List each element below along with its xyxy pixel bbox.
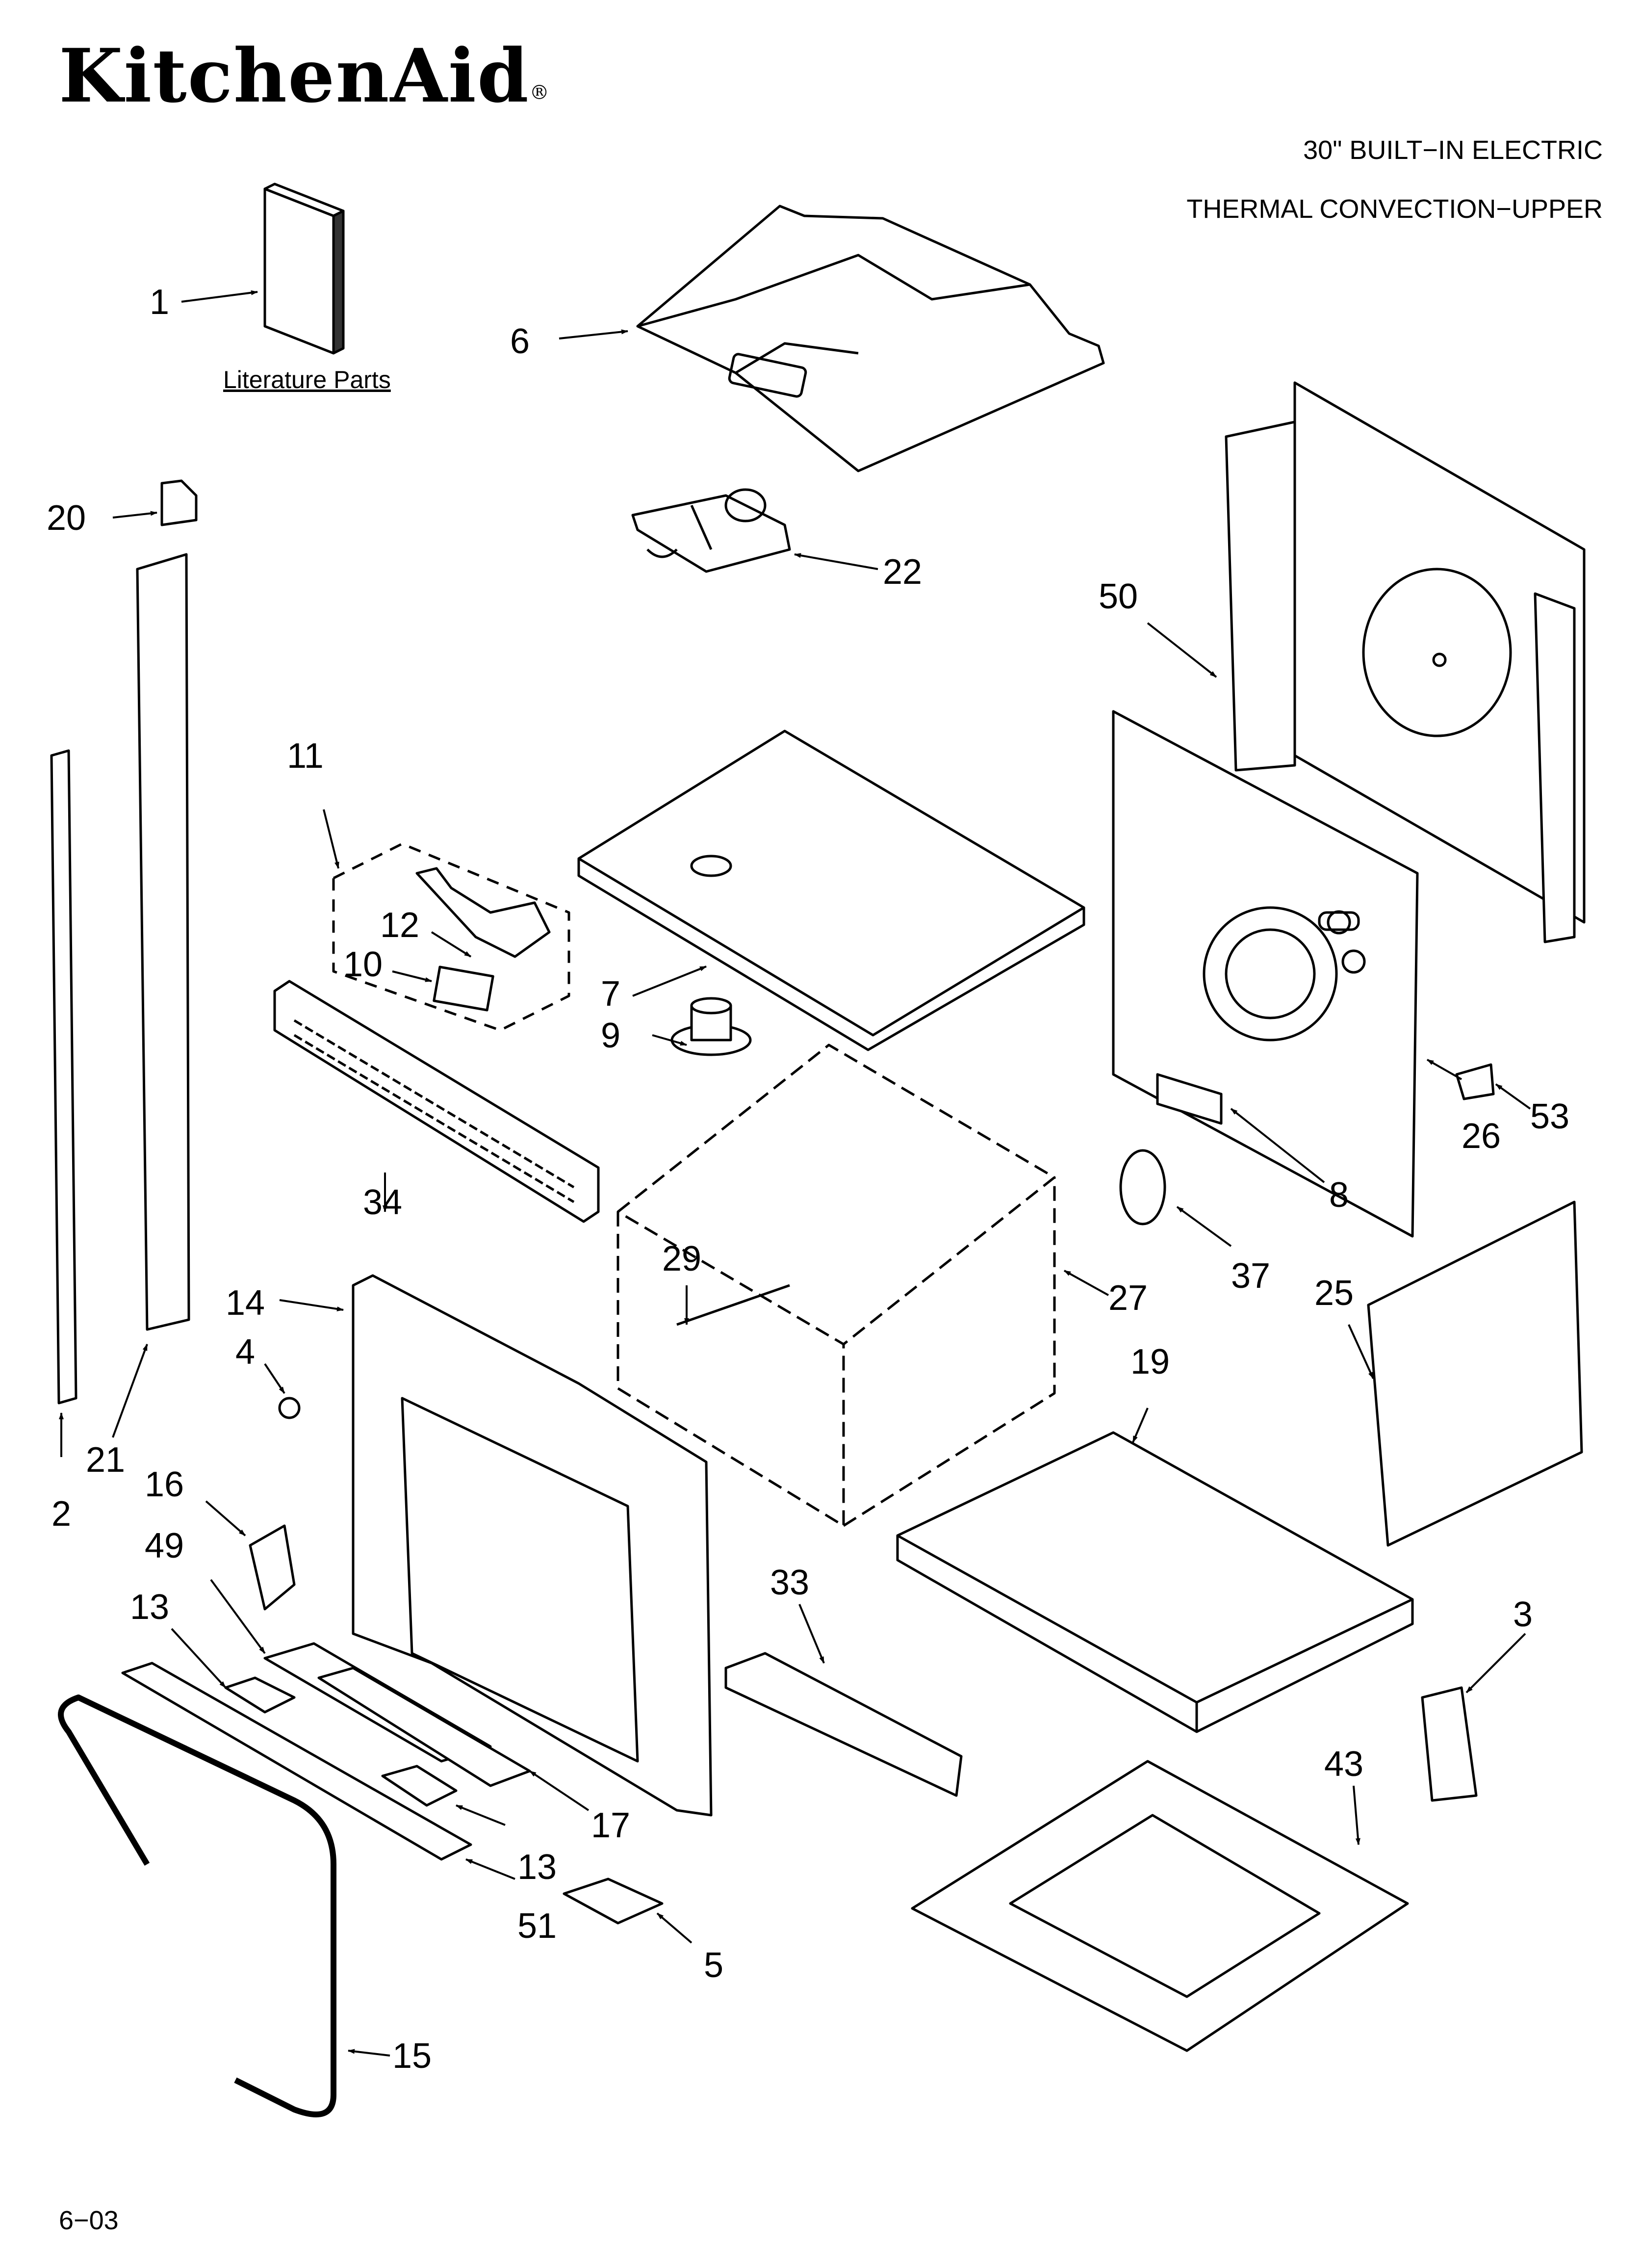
side-panel-part — [1367, 1200, 1583, 1547]
callout-c12: 12 — [380, 906, 419, 945]
vent-grille-part — [273, 980, 600, 1223]
callout-c26: 26 — [1462, 1117, 1501, 1156]
door-gasket-part — [58, 1694, 336, 2117]
base-pan-part — [911, 1760, 1409, 2052]
callout-c21: 21 — [86, 1440, 125, 1480]
sensor-probe-part — [676, 1284, 790, 1326]
callout-c8: 8 — [1329, 1175, 1349, 1215]
callout-c4: 4 — [235, 1332, 255, 1372]
light-socket-part — [415, 867, 551, 958]
callout-c13b: 13 — [517, 1848, 557, 1887]
callout-c9: 9 — [601, 1016, 620, 1055]
spacer-part-b — [381, 1765, 458, 1807]
insulation-block-part — [1156, 1073, 1223, 1125]
callout-c3: 3 — [1513, 1595, 1533, 1634]
side-trim-channel-part — [136, 553, 190, 1331]
spacer-part-a — [224, 1676, 296, 1714]
callout-c2: 2 — [51, 1494, 71, 1534]
bottom-trim-part — [724, 1652, 963, 1797]
hinge-receptacle-part — [249, 1524, 296, 1611]
callout-c17: 17 — [591, 1806, 630, 1845]
callout-c27: 27 — [1108, 1278, 1148, 1318]
callout-c29: 29 — [662, 1239, 701, 1278]
callout-c33: 33 — [770, 1563, 809, 1602]
kitchenaid-logo: KitchenAid® — [59, 39, 550, 113]
rear-panel-part — [1225, 381, 1586, 943]
clip-part — [1455, 1063, 1495, 1100]
callout-c22: 22 — [883, 552, 922, 592]
callout-c53: 53 — [1530, 1097, 1569, 1136]
callout-c5: 5 — [704, 1946, 723, 1985]
callout-c49: 49 — [145, 1526, 184, 1565]
light-assembly-part — [332, 842, 570, 1032]
callout-c6: 6 — [510, 322, 530, 361]
thermal-cutout-part — [1119, 1149, 1166, 1225]
callout-c37: 37 — [1231, 1256, 1270, 1296]
callout-c16: 16 — [145, 1465, 184, 1504]
callout-c43: 43 — [1324, 1745, 1363, 1784]
callout-c25: 25 — [1314, 1274, 1354, 1313]
callout-c20: 20 — [47, 498, 86, 538]
bracket-part — [1421, 1686, 1478, 1802]
header-line-1: 30" BUILT−IN ELECTRIC — [1303, 135, 1603, 165]
callout-c10: 10 — [343, 945, 383, 984]
brand-name: KitchenAid — [59, 33, 530, 119]
callout-c19: 19 — [1130, 1342, 1170, 1382]
literature-parts-label: Literature Parts — [223, 366, 391, 393]
side-trim-left-part — [50, 749, 77, 1405]
callout-c1: 1 — [150, 283, 169, 322]
callout-c13a: 13 — [130, 1588, 169, 1627]
callout-c11: 11 — [287, 736, 324, 776]
literature-booklet-part — [263, 182, 345, 355]
callout-c14: 14 — [226, 1283, 265, 1323]
callout-c34: 34 — [363, 1183, 402, 1222]
top-shield-part — [636, 205, 1105, 472]
registered-mark: ® — [529, 81, 550, 104]
callout-c50: 50 — [1099, 577, 1138, 616]
lower-vent-trim-part — [121, 1662, 472, 1861]
oven-top-part — [577, 730, 1085, 1051]
callout-c51: 51 — [517, 1906, 557, 1946]
cavity-bottom-part — [896, 1431, 1414, 1733]
latch-assembly-part — [631, 488, 791, 573]
screw-part — [278, 1397, 301, 1419]
trim-cap-part — [160, 479, 198, 526]
lens-part — [433, 965, 494, 1012]
callout-c15: 15 — [392, 2036, 432, 2076]
revision-date: 6−03 — [59, 2206, 119, 2235]
front-frame-part — [352, 1274, 713, 1817]
fan-motor-part — [670, 997, 752, 1056]
leader-lines — [59, 290, 1531, 2057]
header-line-2: THERMAL CONVECTION−UPPER — [1186, 194, 1603, 224]
callout-c7: 7 — [601, 974, 620, 1014]
callout-labels: 1 6 20 22 50 11 12 10 7 9 34 53 26 8 29 … — [47, 283, 1569, 2076]
clip-bracket-part — [563, 1877, 664, 1925]
oven-cavity-part — [616, 1043, 1056, 1527]
